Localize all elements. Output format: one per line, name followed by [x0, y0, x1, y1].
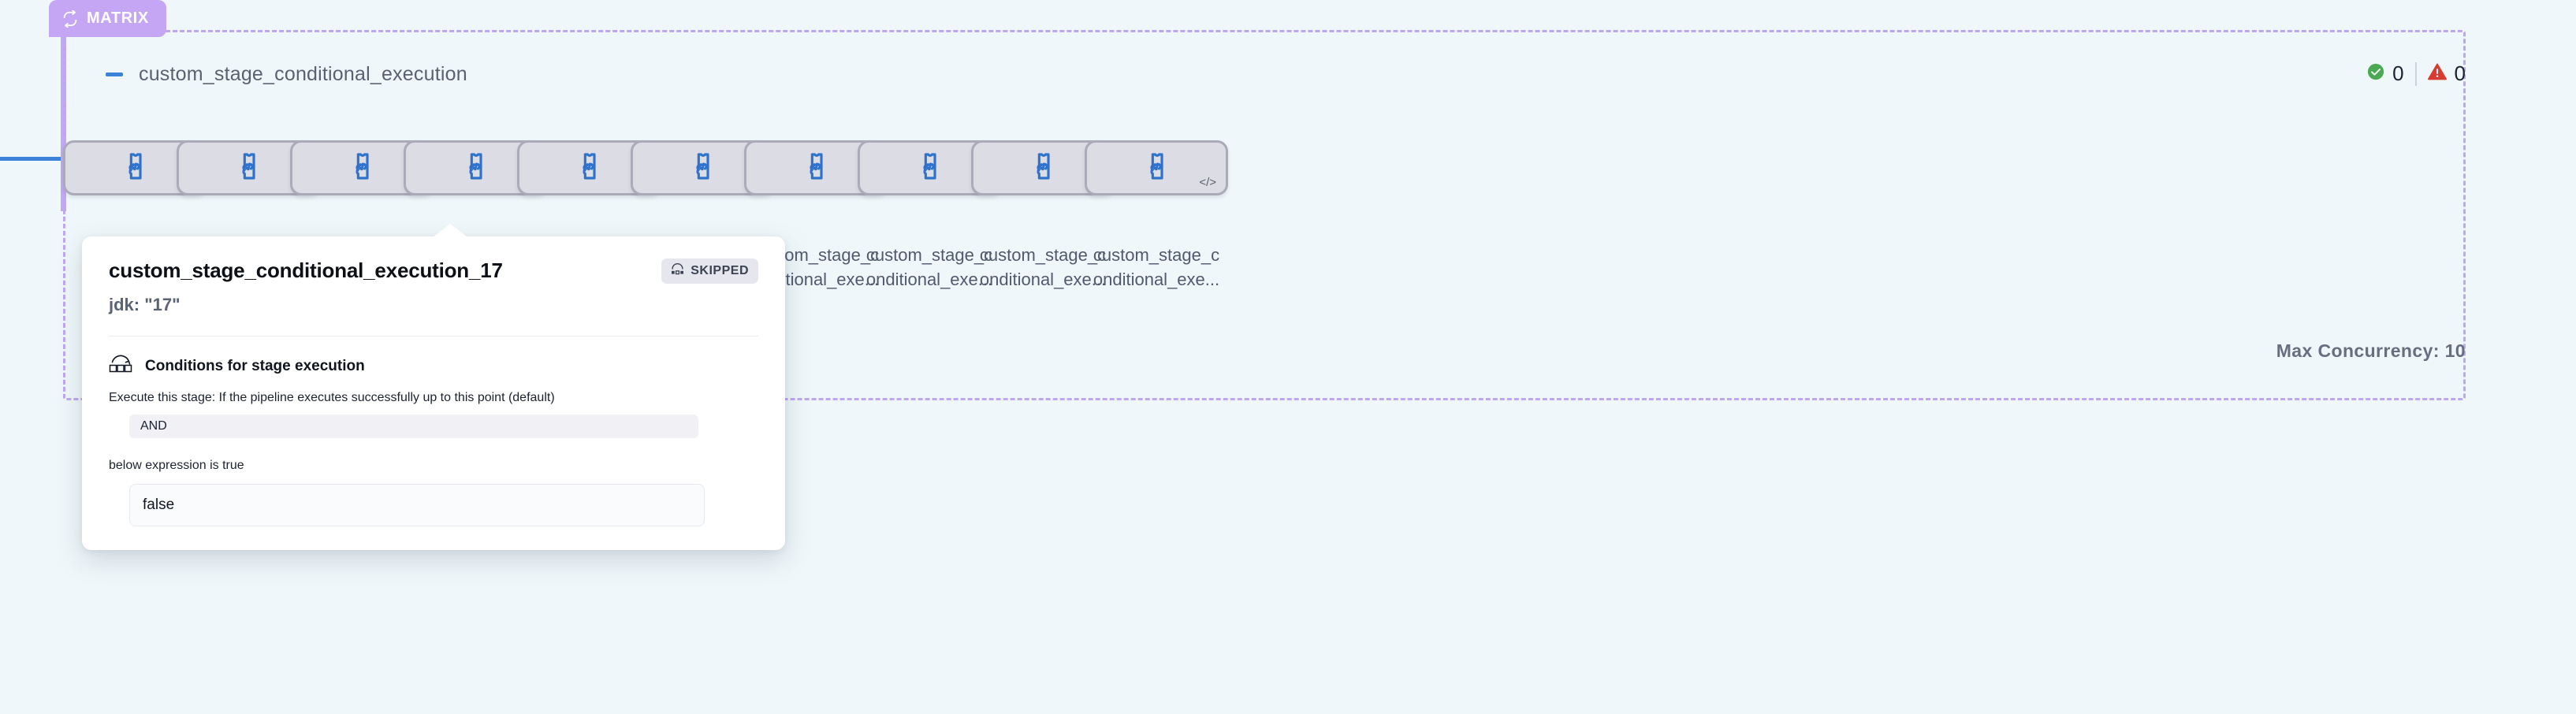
custom-stage-code-icon: [233, 151, 264, 186]
conditions-description: Execute this stage: If the pipeline exec…: [109, 391, 555, 404]
custom-stage-code-icon: [687, 151, 718, 186]
success-count: 0: [2392, 61, 2404, 85]
conditions-title: Conditions for stage execution: [145, 357, 365, 374]
loop-refresh-icon: [61, 9, 79, 28]
stage-node-label-line1: custom_stage_c: [979, 245, 1107, 265]
page-title: custom_stage_conditional_execution: [139, 63, 467, 85]
stage-node-label: custom_stage_c onditional_exe...: [1066, 243, 1247, 292]
conditions-expression-label: below expression is true: [109, 459, 244, 472]
warning-status: 0: [2427, 61, 2466, 86]
stage-node-label-line1: custom_stage_c: [865, 245, 993, 265]
custom-stage-code-icon: [346, 151, 378, 186]
minus-icon[interactable]: [104, 65, 125, 85]
incoming-edge: [0, 157, 61, 161]
stage-node-label-line1: custom_stage_c: [1093, 245, 1220, 265]
custom-stage-code-icon: [1027, 151, 1059, 186]
check-circle-icon: [2367, 63, 2384, 84]
popover-subtitle: jdk: "17": [109, 295, 181, 314]
stage-node-label: custom_stage_c onditional_exe...: [839, 243, 1020, 292]
warning-count: 0: [2454, 61, 2466, 85]
status-divider: [2414, 61, 2417, 86]
popover-title: custom_stage_conditional_execution_17: [109, 258, 503, 282]
success-status: 0: [2367, 61, 2404, 86]
stage-node[interactable]: </>: [1085, 140, 1228, 195]
warning-triangle-icon: [2427, 63, 2447, 84]
matrix-badge[interactable]: MATRIX: [49, 0, 166, 37]
stage-node-label-line2: onditional_exe...: [979, 270, 1107, 290]
popover-body: Conditions for stage execution Execute t…: [82, 337, 785, 550]
max-concurrency-label: Max Concurrency: 10: [2276, 340, 2466, 361]
conditions-operator-value: AND: [140, 419, 167, 433]
conditions-expression-value: false: [143, 496, 175, 513]
stage-node-label: custom_stage_c onditional_exe...: [952, 243, 1134, 292]
matrix-group-header: custom_stage_conditional_execution: [104, 63, 467, 86]
custom-stage-code-icon: [119, 151, 151, 186]
skip-arch-icon: [671, 262, 684, 279]
conditions-expression-input[interactable]: false: [129, 484, 705, 526]
code-brackets-icon: </>: [1199, 176, 1216, 189]
conditions-arrow-icon: [109, 354, 132, 378]
popover-arrow: [433, 224, 467, 237]
matrix-badge-label: MATRIX: [87, 9, 149, 27]
status-badge: SKIPPED: [661, 258, 758, 284]
popover-divider: [109, 336, 758, 337]
stage-node-label-line2: onditional_exe...: [865, 270, 993, 290]
conditions-operator-field[interactable]: AND: [129, 415, 698, 438]
status-badge-label: SKIPPED: [691, 264, 749, 277]
custom-stage-code-icon: [914, 151, 945, 186]
stage-tooltip-popover: custom_stage_conditional_execution_17 SK…: [82, 224, 785, 550]
status-counters: 0 0: [2367, 61, 2466, 86]
custom-stage-code-icon: [1141, 151, 1172, 186]
stage-node-label-line2: onditional_exe...: [1093, 270, 1220, 290]
popover-header: custom_stage_conditional_execution_17 SK…: [82, 236, 785, 337]
conditions-header: Conditions for stage execution: [109, 354, 758, 378]
matrix-group-container: [63, 30, 2466, 400]
custom-stage-code-icon: [460, 151, 491, 186]
custom-stage-code-icon: [573, 151, 605, 186]
custom-stage-code-icon: [800, 151, 832, 186]
